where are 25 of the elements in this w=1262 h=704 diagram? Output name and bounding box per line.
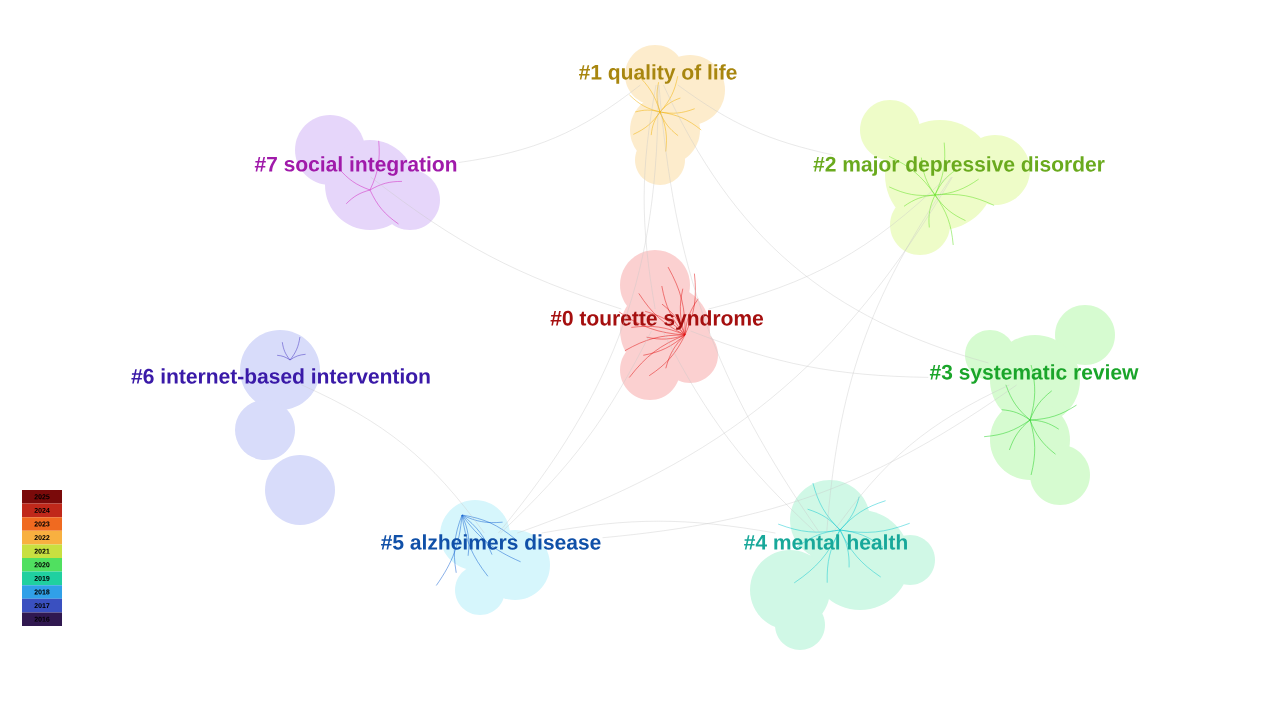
link-line — [643, 84, 657, 310]
link-line — [677, 84, 834, 156]
link-line — [500, 330, 652, 534]
cluster-label: #7 social integration — [254, 156, 457, 176]
link-line — [301, 384, 485, 534]
link-line — [458, 84, 641, 163]
link-line — [690, 330, 929, 378]
link-line — [370, 176, 622, 310]
cluster-label: #6 internet-based intervention — [131, 368, 430, 384]
link-line — [662, 330, 817, 534]
cluster-label: #2 major depressive disorder — [813, 156, 1105, 176]
link-line — [658, 84, 821, 534]
cluster-label: #5 alzheimers disease — [381, 534, 601, 550]
link-line — [602, 384, 1017, 538]
link-line — [708, 176, 948, 310]
link-line — [517, 176, 953, 534]
link-line — [832, 384, 1010, 534]
cluster-label: #1 quality of life — [579, 64, 737, 84]
cluster-label: #4 mental health — [744, 534, 907, 550]
cluster-label: #0 tourette syndrome — [550, 310, 764, 330]
link-line — [663, 84, 989, 364]
link-line — [498, 84, 659, 534]
link-line — [826, 176, 952, 534]
link-line — [541, 521, 776, 534]
cluster-label: #3 systematic review — [929, 364, 1139, 384]
